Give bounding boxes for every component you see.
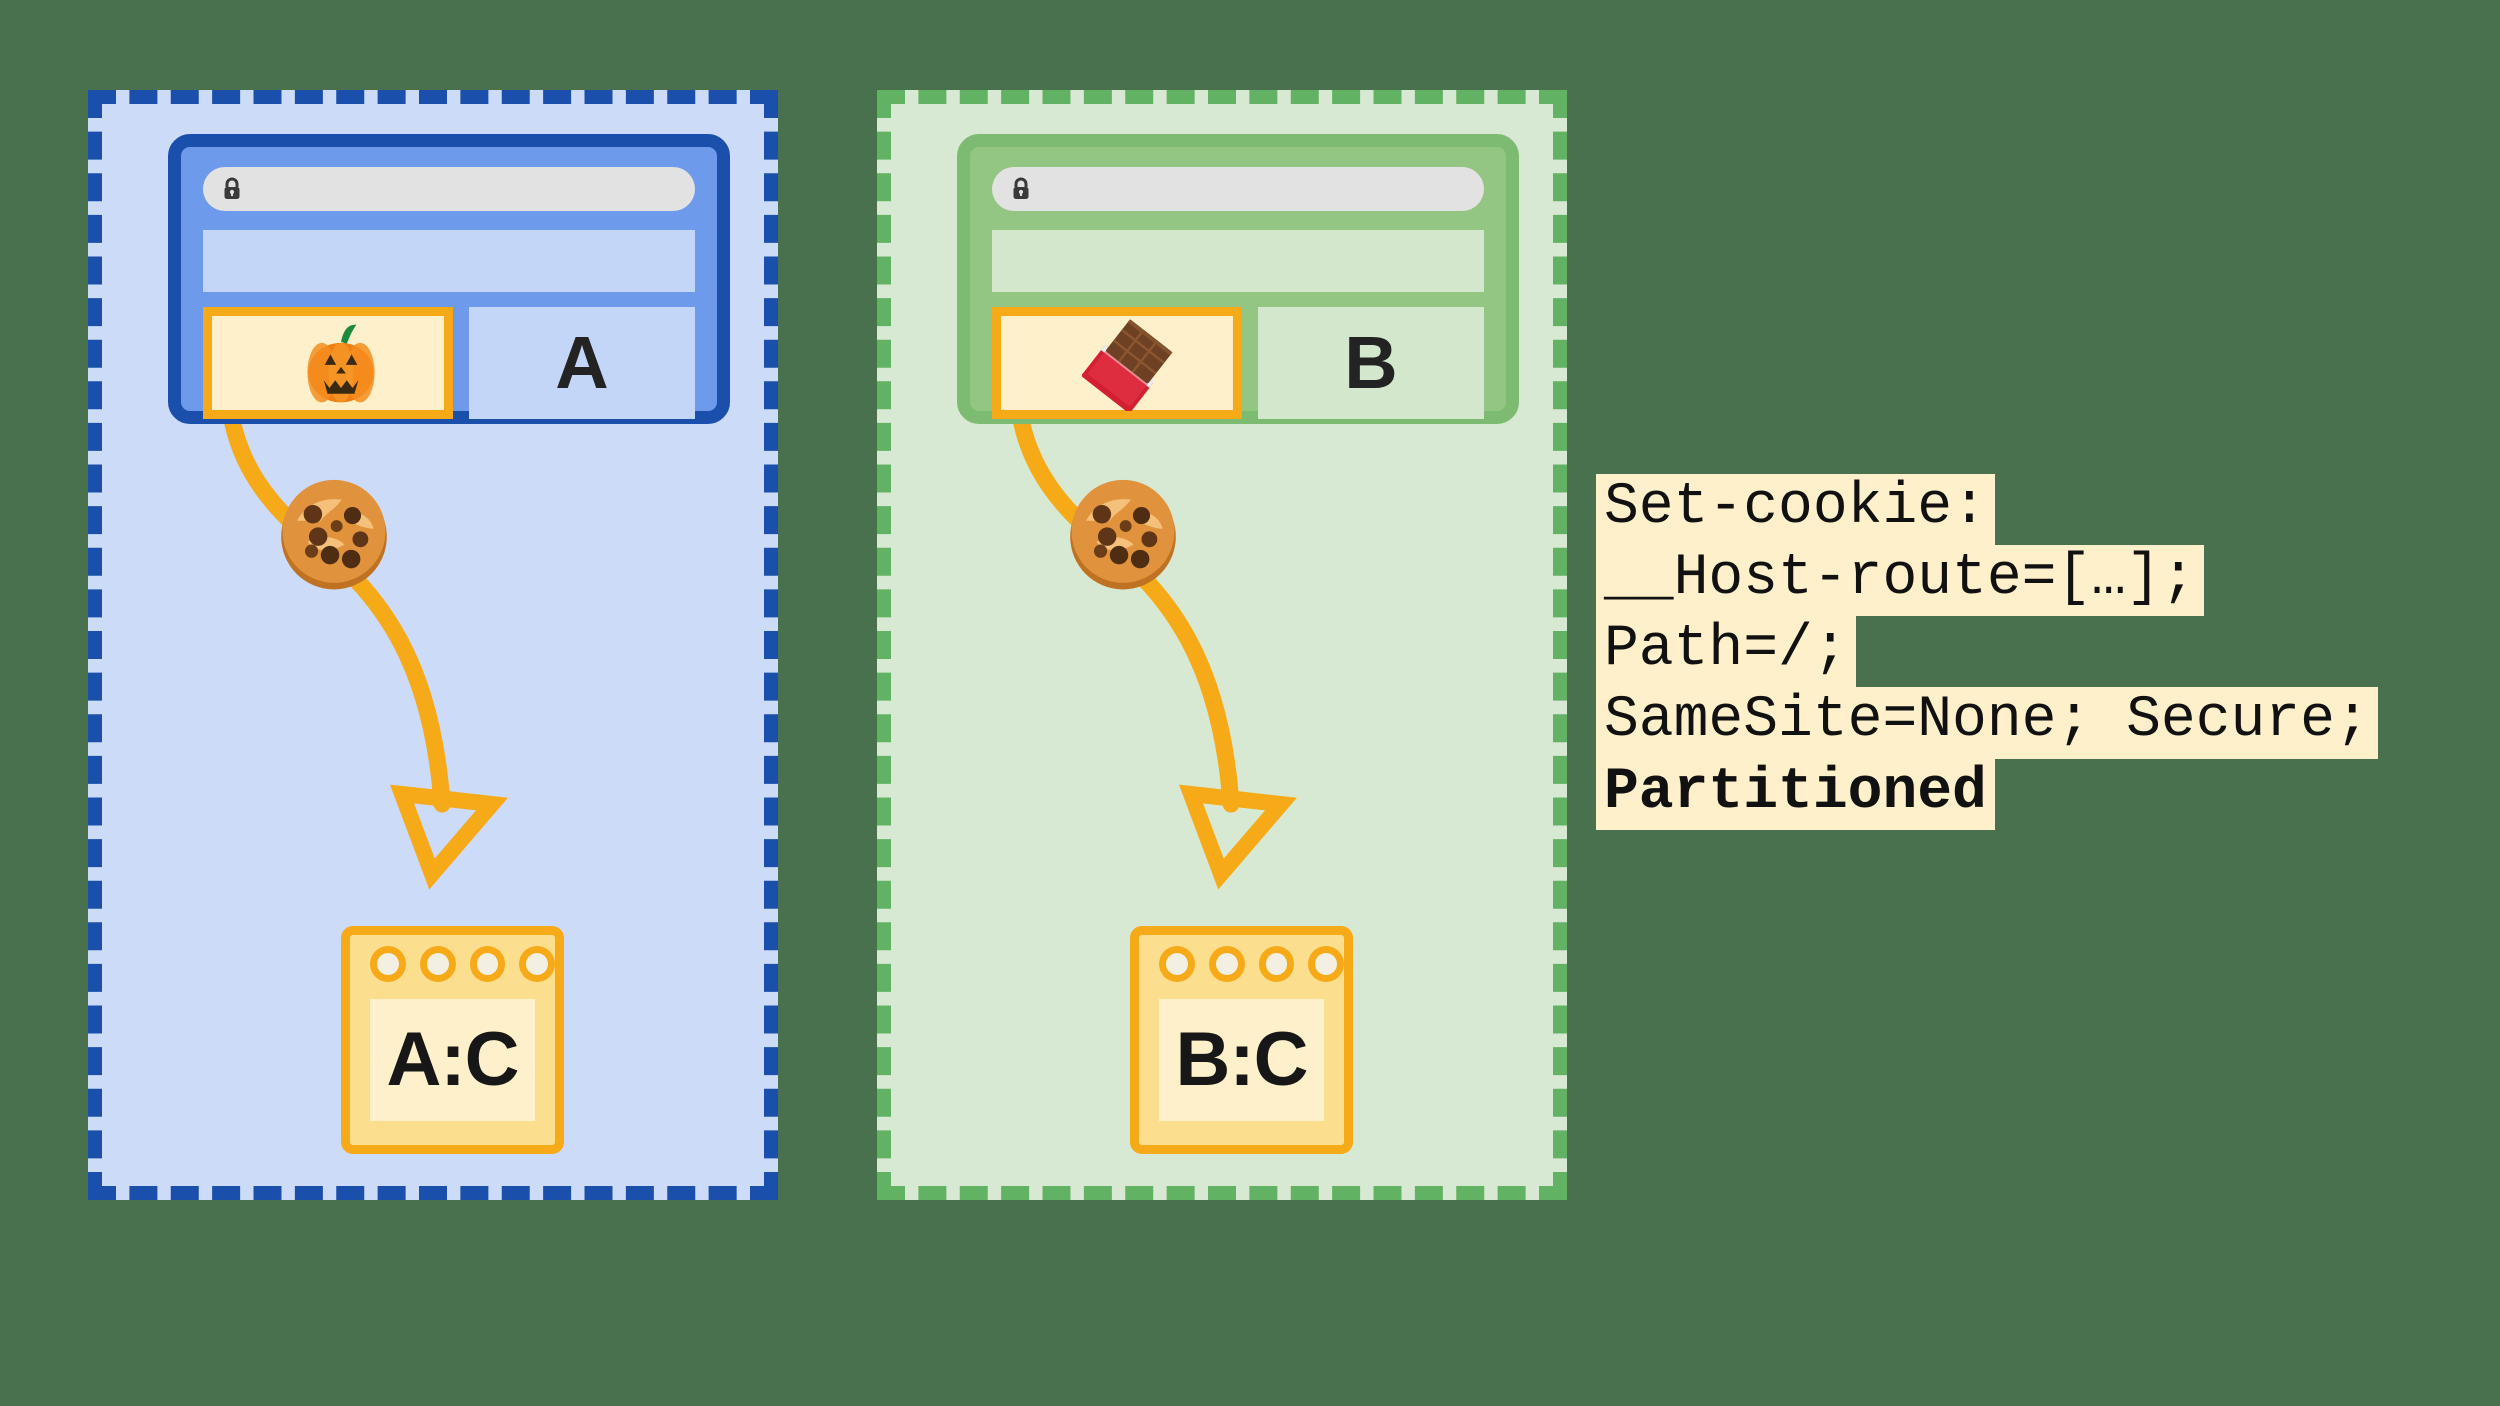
- card-row-a: A: [203, 307, 695, 419]
- storage-dot: [370, 946, 406, 982]
- storage-screen-b: B:C: [1159, 999, 1324, 1121]
- code-line-2: __Host-route=[…];: [1596, 545, 2204, 617]
- chocolate-bar-emoji: [1082, 319, 1173, 411]
- code-line-3: Path=/;: [1596, 616, 1856, 688]
- storage-dot: [469, 946, 506, 982]
- address-bar-b[interactable]: [992, 167, 1484, 211]
- browser-window-a: A: [168, 134, 730, 424]
- storage-dot: [419, 946, 456, 982]
- storage-dot: [1308, 946, 1344, 982]
- content-strip-b: [992, 230, 1484, 292]
- storage-screen-a: A:C: [370, 999, 535, 1121]
- set-cookie-header-block: Set-cookie: __Host-route=[…]; Path=/; Sa…: [1596, 474, 2378, 830]
- storage-dot: [1159, 946, 1195, 982]
- storage-dot: [519, 946, 555, 982]
- cookie-emoji: [281, 479, 387, 590]
- storage-dot: [1258, 946, 1295, 982]
- storage-label-b: B:C: [1175, 1017, 1308, 1102]
- site-letter-b: B: [1258, 307, 1484, 419]
- partition-b: B B:C: [877, 90, 1567, 1200]
- browser-window-b: B: [957, 134, 1519, 424]
- lock-icon: [1013, 177, 1029, 199]
- lock-icon: [224, 177, 240, 199]
- embedded-iframe-card-b[interactable]: [992, 307, 1242, 419]
- code-line-1: Set-cookie:: [1596, 474, 1995, 546]
- card-row-b: B: [992, 307, 1484, 419]
- storage-dot: [1208, 946, 1245, 982]
- storage-box-b[interactable]: B:C: [1130, 926, 1353, 1154]
- address-bar-a[interactable]: [203, 167, 695, 211]
- site-letter-a: A: [469, 307, 695, 419]
- jack-o-lantern-emoji: [307, 324, 375, 403]
- cookie-emoji: [1070, 479, 1176, 590]
- storage-box-a[interactable]: A:C: [341, 926, 564, 1154]
- storage-label-a: A:C: [386, 1017, 519, 1102]
- code-line-5: Partitioned: [1596, 758, 1995, 830]
- embedded-iframe-card-a[interactable]: [203, 307, 453, 419]
- content-strip-a: [203, 230, 695, 292]
- storage-dots-b: [1139, 935, 1344, 993]
- code-line-4: SameSite=None; Secure;: [1596, 687, 2378, 759]
- partition-a: A A:C: [88, 90, 778, 1200]
- storage-dots-a: [350, 935, 555, 993]
